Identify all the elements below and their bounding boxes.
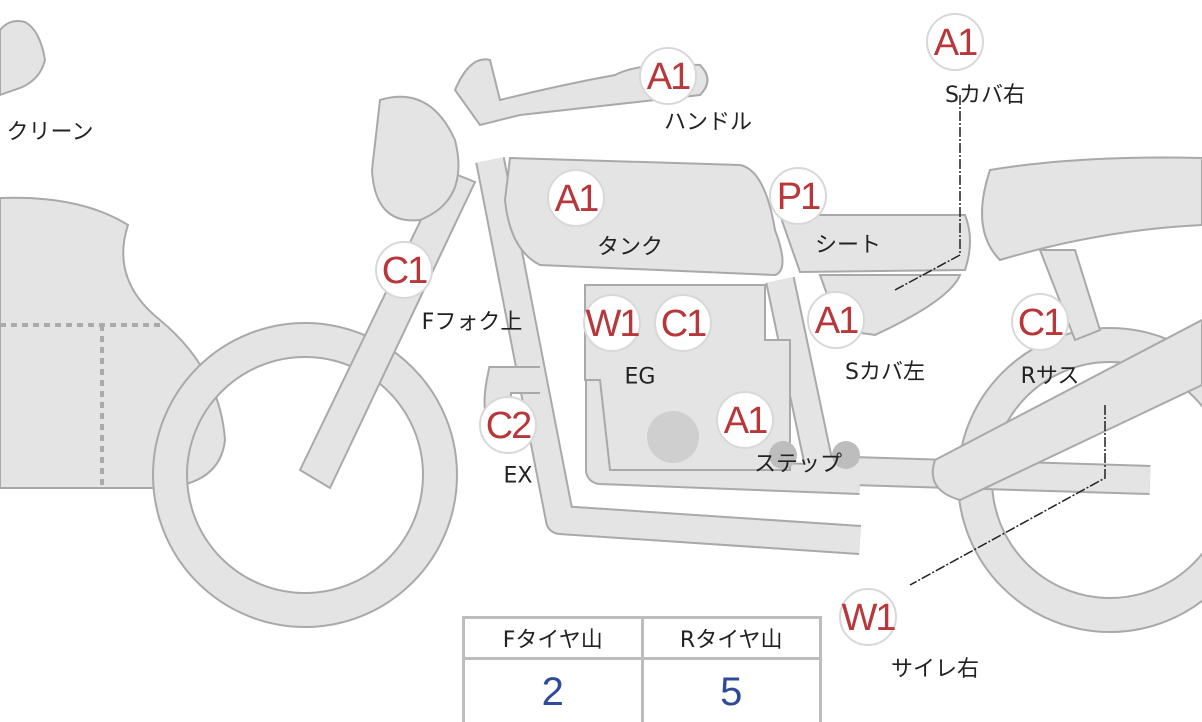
front-fork-code-badge[interactable]: C1: [375, 241, 433, 299]
seat: [778, 214, 971, 274]
tire-tread-table: Fタイヤ山 Rタイヤ山 2 5: [462, 616, 822, 722]
step-code-badge[interactable]: A1: [716, 391, 774, 449]
screen-label: クリーン: [6, 120, 94, 145]
silencer-right-label: サイレ右: [890, 657, 980, 682]
seat-code-badge[interactable]: P1: [769, 167, 827, 225]
front-wheel: [153, 323, 457, 627]
rear-suspension-code-badge[interactable]: C1: [1011, 293, 1069, 351]
left-bike-windscreen: [0, 20, 47, 97]
rear-fender: [981, 156, 1202, 262]
exhaust-label: EX: [503, 463, 533, 489]
front-tire-value: 2: [462, 657, 644, 722]
side-cover-right-label: Sカバ右: [945, 83, 1025, 108]
engine-c-code-badge[interactable]: C1: [654, 294, 712, 352]
side-cover-left-label: Sカバ左: [845, 360, 925, 385]
headlight: [370, 95, 460, 222]
handle-code-badge[interactable]: A1: [639, 47, 697, 105]
engine-w-code-badge[interactable]: W1: [583, 294, 641, 352]
side-cover-left-code-badge[interactable]: A1: [807, 291, 865, 349]
silencer: [931, 318, 1202, 502]
side-cover-right-code-badge[interactable]: A1: [926, 13, 984, 71]
rear-tire-header: Rタイヤ山: [640, 616, 822, 660]
tank-code-badge[interactable]: A1: [547, 169, 605, 227]
rear-tire-value: 5: [640, 657, 822, 722]
silencer-right-code-badge[interactable]: W1: [839, 588, 897, 646]
exhaust-code-badge[interactable]: C2: [479, 396, 537, 454]
rear-suspension-label: Rサス: [1020, 364, 1080, 389]
step-label: ステップ: [753, 452, 843, 477]
engine-label: EG: [624, 364, 656, 390]
handle-label: ハンドル: [663, 110, 753, 135]
front-fork-label: Fフォク上: [421, 310, 523, 335]
front-tire-header: Fタイヤ山: [462, 616, 644, 660]
tank-label: タンク: [596, 235, 664, 260]
seat-label: シート: [814, 233, 882, 258]
